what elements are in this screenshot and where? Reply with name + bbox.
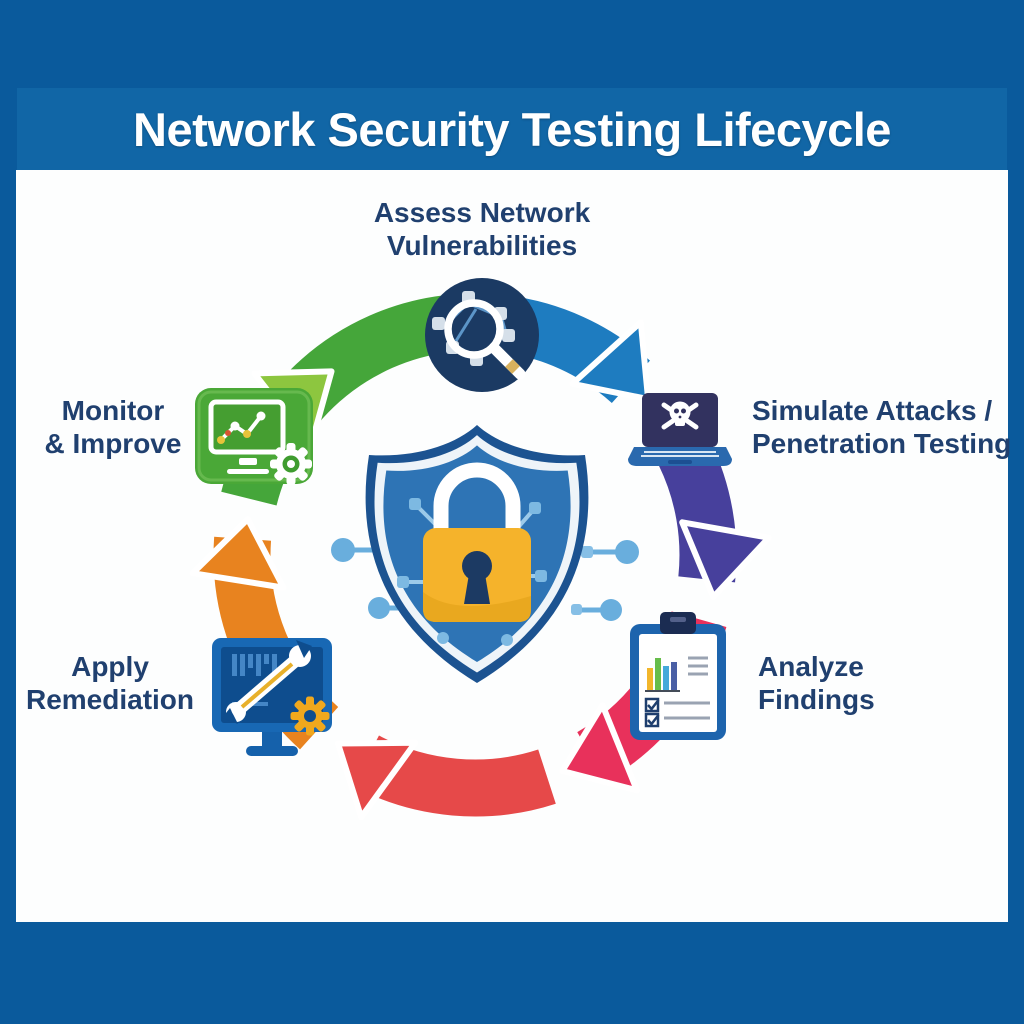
circuit-squares [397,498,547,646]
line-chart-icon [217,411,266,444]
label-simulate-attacks: Simulate Attacks / Penetration Testing [752,395,1012,460]
bar-chart-icon [645,658,680,692]
hacker-laptop-skull-icon [628,393,732,466]
magnifier-lens [444,299,504,359]
clipboard-clip [660,612,696,634]
arrowhead-red [335,739,419,821]
label-assess-network-vulnerabilities: Assess Network Vulnerabilities [373,197,591,262]
clipboard-report-icon [630,612,726,740]
arrowhead-blue [569,319,652,403]
skull-icon [661,401,699,430]
arrowhead-orange [189,516,287,591]
label-apply-remediation: Apply Remediation [25,651,195,716]
diagram-panel: Assess Network Vulnerabilities Simulate … [16,170,1012,922]
monitor-wrench-gear-icon [212,638,332,756]
checklist [644,697,710,728]
gear-icon [290,696,330,736]
cycle-arrowheads [189,319,772,821]
monitor-chart-gear-icon [195,388,313,485]
title-banner: Network Security Testing Lifecycle [17,88,1007,170]
magnifier-network-icon [425,278,539,392]
label-monitor-improve: Monitor & Improve [44,395,182,460]
label-analyze-findings: Analyze Findings [758,651,875,716]
gear-icon [270,443,312,485]
page-title: Network Security Testing Lifecycle [133,102,891,156]
padlock-icon [423,462,531,622]
arrowhead-crimson [559,702,640,794]
lifecycle-diagram [189,278,772,821]
wrench-icon [222,640,312,724]
shield-padlock-icon [331,425,639,683]
arrowhead-indigo [679,519,772,600]
